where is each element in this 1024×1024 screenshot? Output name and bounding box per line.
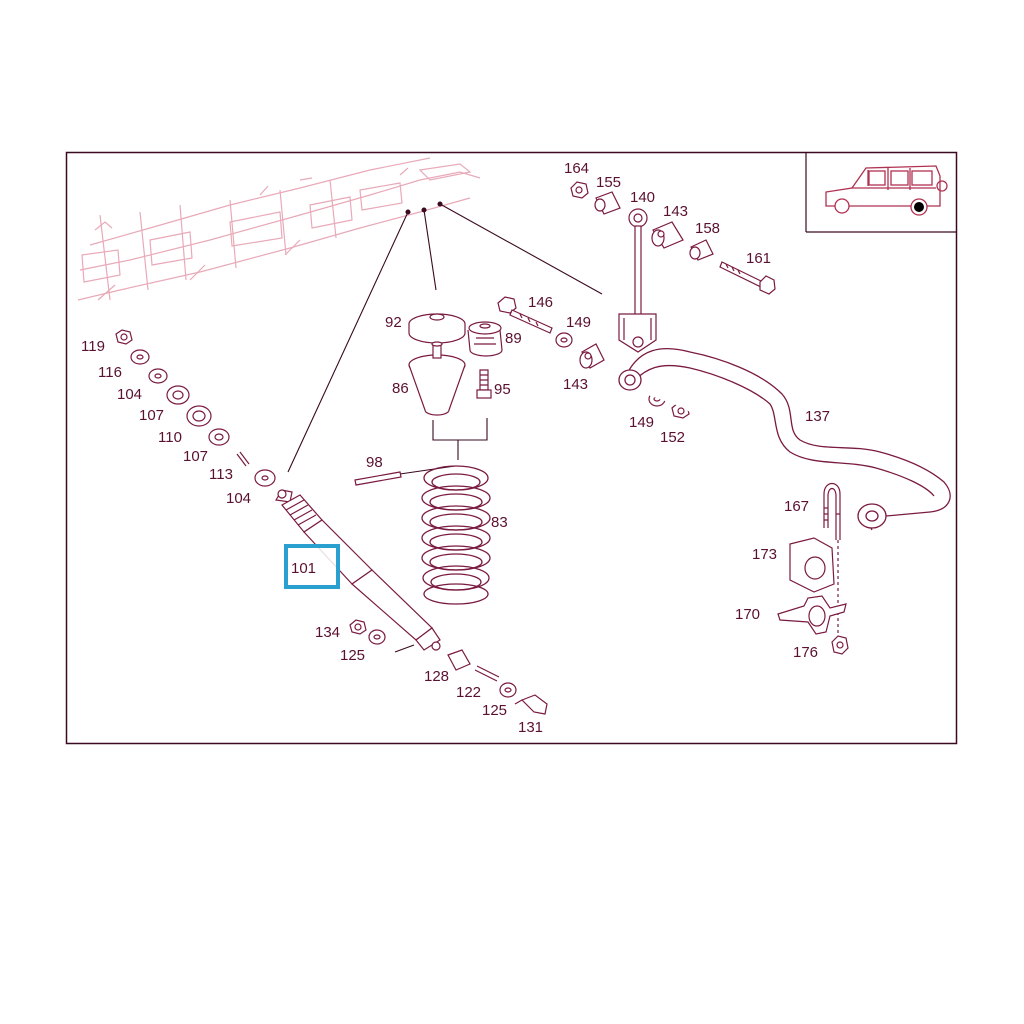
label-140: 140: [630, 189, 655, 206]
highlighted-wheel-icon: [914, 202, 924, 212]
part-labels: 164 155 140 143 158 161 146 149 89 92 86…: [81, 160, 830, 736]
label-152: 152: [660, 429, 685, 446]
stabilizer-bar: [618, 348, 951, 531]
highlight-box-101: [284, 544, 340, 589]
label-143b: 143: [563, 376, 588, 393]
label-116: 116: [98, 364, 122, 381]
vehicle-icon: [825, 165, 948, 216]
label-173: 173: [752, 546, 777, 563]
label-92: 92: [385, 314, 402, 331]
label-86: 86: [392, 380, 409, 397]
label-95: 95: [494, 381, 511, 398]
pin-98: [354, 471, 402, 486]
label-83: 83: [491, 514, 508, 531]
label-89: 89: [505, 330, 522, 347]
vehicle-thumbnail: [805, 153, 956, 233]
label-161: 161: [746, 250, 771, 267]
label-137: 137: [805, 408, 830, 425]
label-104b: 104: [226, 490, 251, 507]
sway-link-rod: [618, 208, 657, 353]
label-134: 134: [315, 624, 340, 641]
leader-lines: [287, 201, 603, 653]
label-131: 131: [518, 719, 543, 736]
label-146: 146: [528, 294, 553, 311]
label-113: 113: [209, 466, 233, 483]
label-158: 158: [695, 220, 720, 237]
label-149b: 149: [629, 414, 654, 431]
label-101: 101: [291, 560, 316, 577]
diagram-border: [65, 151, 958, 745]
label-125: 125: [340, 647, 365, 664]
label-155: 155: [596, 174, 621, 191]
label-125b: 125: [482, 702, 507, 719]
coil-spring: [421, 465, 491, 605]
sway-link-parts: [570, 181, 776, 295]
label-128: 128: [424, 668, 449, 685]
label-167: 167: [784, 498, 809, 515]
label-104: 104: [117, 386, 142, 403]
label-149: 149: [566, 314, 591, 331]
label-107: 107: [139, 407, 164, 424]
label-122: 122: [456, 684, 481, 701]
lower-mount-parts: [349, 619, 548, 715]
chassis-frame: [77, 157, 481, 301]
label-170: 170: [735, 606, 760, 623]
label-164: 164: [564, 160, 589, 177]
sway-bar-mount-bolt: [497, 296, 690, 419]
label-107b: 107: [183, 448, 208, 465]
label-143: 143: [663, 203, 688, 220]
label-98: 98: [366, 454, 383, 471]
label-176: 176: [793, 644, 818, 661]
label-119: 119: [81, 338, 105, 355]
upper-mount-washers: [115, 329, 276, 487]
stabilizer-clamp: [777, 482, 849, 655]
bump-stops: [408, 313, 503, 416]
label-110: 110: [158, 429, 182, 446]
